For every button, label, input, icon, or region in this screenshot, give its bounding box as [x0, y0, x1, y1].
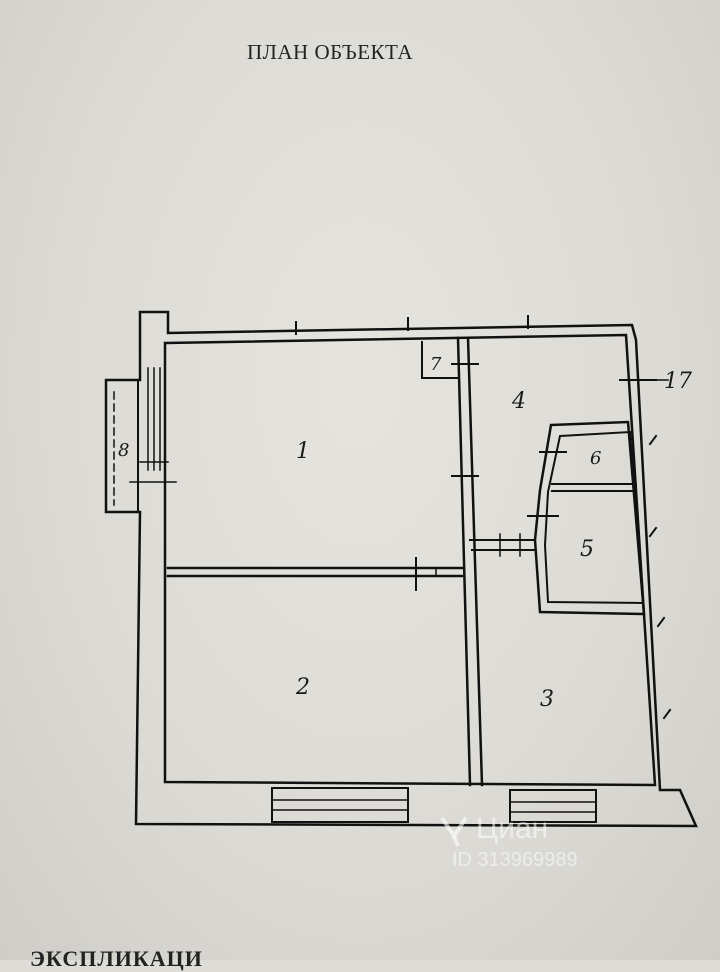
room-number-8: 8 [118, 440, 129, 461]
partition-vertical-right [466, 336, 484, 787]
bottom-window-right [509, 789, 597, 823]
room-number-1: 1 [296, 439, 310, 464]
footer-cut-text: ЭКСПЛИКАЦИ [30, 946, 203, 971]
annotation-label: 17 [664, 369, 692, 394]
watermark-id: ID 313969989 [452, 849, 578, 871]
room-number-3: 3 [540, 687, 554, 712]
bathroom-block-inner [543, 430, 645, 605]
inner-wall [163, 333, 657, 787]
bottom-window-left [271, 787, 409, 823]
watermark-brand: Циан [476, 812, 548, 845]
partition-vertical-left [456, 336, 472, 787]
document-title: ПЛАН ОБЪЕКТА [246, 40, 414, 64]
room-number-5: 5 [580, 537, 594, 562]
room-number-4: 4 [511, 389, 526, 414]
closet-7-outline [421, 341, 460, 379]
balcony-outline [105, 379, 139, 513]
bathroom-block-outer [533, 420, 646, 616]
room-number-2: 2 [295, 675, 310, 700]
watermark: Циан ID 313969989 [440, 812, 578, 871]
room-number-7: 7 [430, 354, 442, 375]
room-number-6: 6 [590, 448, 601, 469]
watermark-logo-icon [440, 816, 468, 847]
